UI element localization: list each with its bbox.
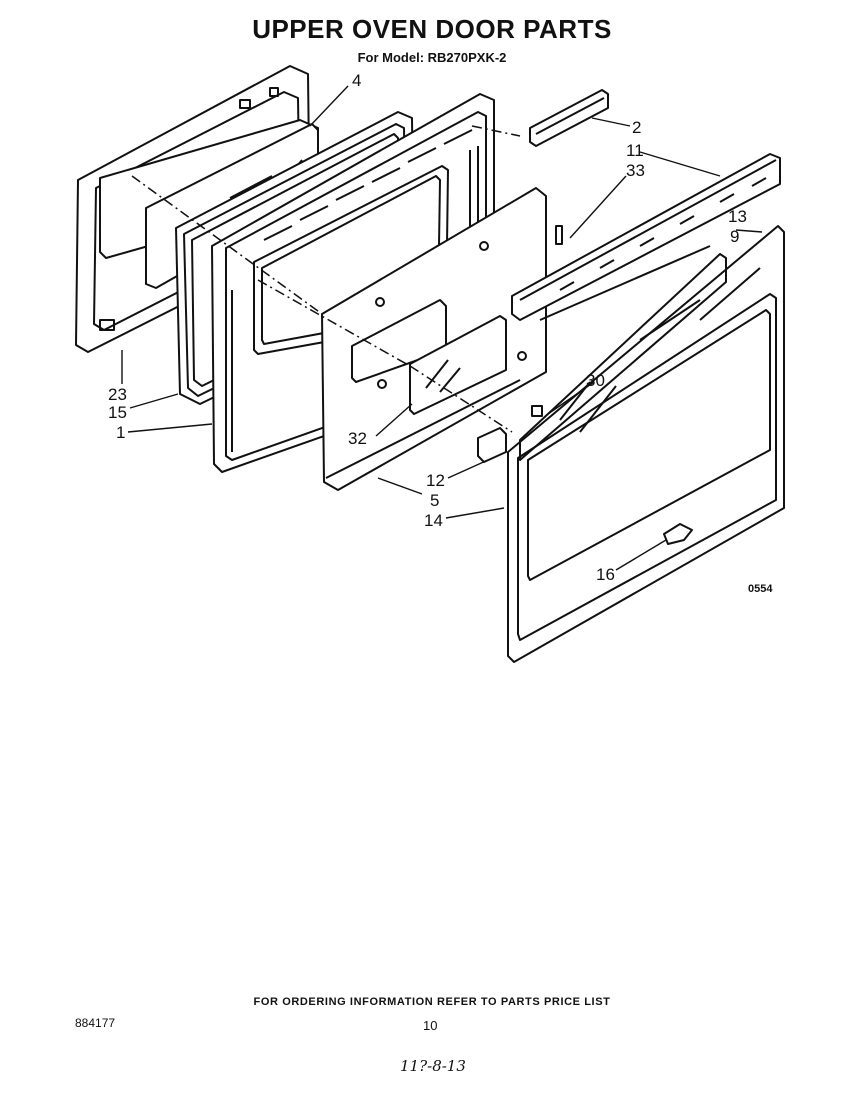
callout-5: 5 [430,491,439,510]
handwritten-note: 11?-8-13 [400,1057,466,1075]
diagram-code: 0554 [748,583,773,595]
callout-14: 14 [424,511,443,530]
inner-panel-part [321,187,547,491]
ordering-info-note: FOR ORDERING INFORMATION REFER TO PARTS … [253,996,611,1008]
page-number: 10 [423,1018,438,1033]
callout-4: 4 [352,71,361,90]
callout-9: 9 [730,227,739,246]
model-subtitle: For Model: RB270PXK-2 [357,50,507,65]
callout-12: 12 [426,471,445,490]
callout-30: 30 [586,371,605,390]
callout-23: 23 [108,385,127,404]
callout-1: 1 [116,423,125,442]
callout-16: 16 [596,565,615,584]
callout-33: 33 [626,161,645,180]
hinge-receptacle-part [477,427,507,463]
top-vent-channel-part [511,153,781,321]
callout-15: 15 [108,403,127,422]
callout-11: 11 [626,141,644,160]
callout-32: 32 [348,429,367,448]
callout-13: 13 [728,207,747,226]
hinge-bracket-part [531,405,543,417]
outer-door-part [507,225,785,663]
top-bracket-part [529,89,609,147]
callout-2: 2 [632,118,641,137]
small-clip-part [555,225,563,245]
document-number: 884177 [75,1016,116,1030]
page-title: UPPER OVEN DOOR PARTS [252,14,612,44]
window-glass-part [409,315,507,415]
door-handle-badge-part [663,523,693,545]
